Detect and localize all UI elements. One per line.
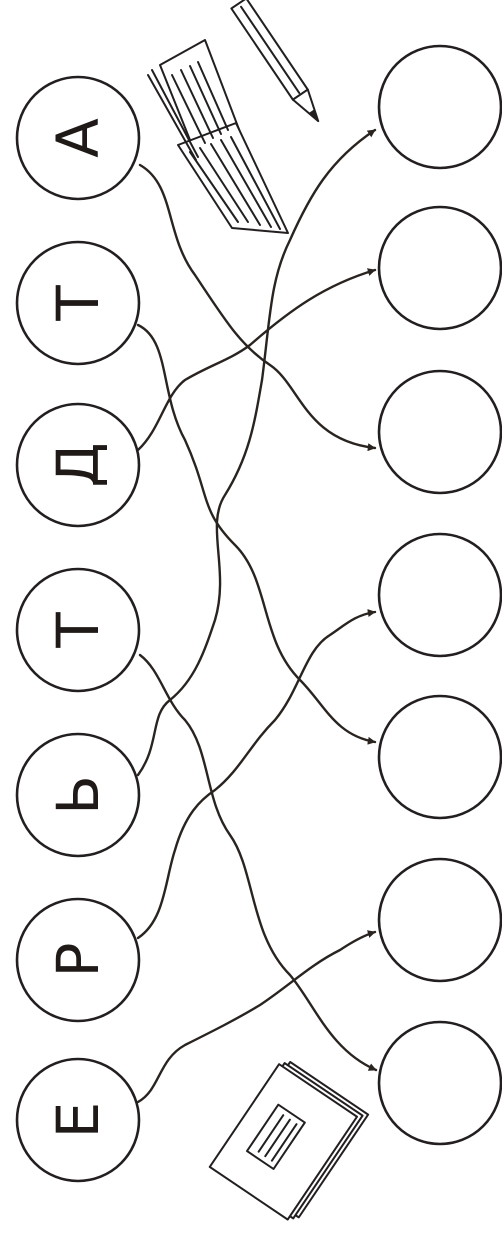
answer-circle[interactable]	[379, 207, 501, 329]
answer-circle[interactable]	[379, 859, 501, 981]
letter-label: Д	[44, 442, 112, 487]
line-T1	[138, 325, 375, 742]
letter-circle: Д	[17, 404, 139, 526]
letter-label: Ь	[44, 775, 112, 815]
letter-circles: А Т Д Т Ь Р Е	[17, 77, 139, 1181]
pencil-icon	[231, 0, 325, 126]
letter-label: Е	[44, 1102, 112, 1139]
answer-circle[interactable]	[379, 1022, 501, 1144]
answer-circle[interactable]	[379, 696, 501, 818]
letter-circle: Е	[17, 1059, 139, 1181]
line-D	[138, 270, 375, 450]
letter-label: А	[44, 118, 112, 158]
connector-lines	[138, 130, 376, 1102]
answer-circle[interactable]	[379, 371, 501, 493]
open-book-icon	[148, 40, 288, 233]
letter-circle: Р	[17, 899, 139, 1021]
line-T2	[140, 655, 376, 1070]
letter-circle: А	[17, 77, 139, 199]
notebook-icon	[210, 1058, 368, 1224]
line-R	[138, 612, 375, 938]
letter-circle: Т	[17, 569, 139, 691]
line-E	[138, 932, 375, 1102]
letter-label: Т	[44, 612, 112, 649]
answer-circle[interactable]	[379, 46, 501, 168]
answer-circle[interactable]	[379, 534, 501, 656]
letter-label: Р	[44, 943, 112, 978]
letter-label: Т	[44, 285, 112, 322]
letter-circle: Т	[17, 242, 139, 364]
answer-circles	[379, 46, 501, 1144]
letter-circle: Ь	[17, 734, 139, 856]
